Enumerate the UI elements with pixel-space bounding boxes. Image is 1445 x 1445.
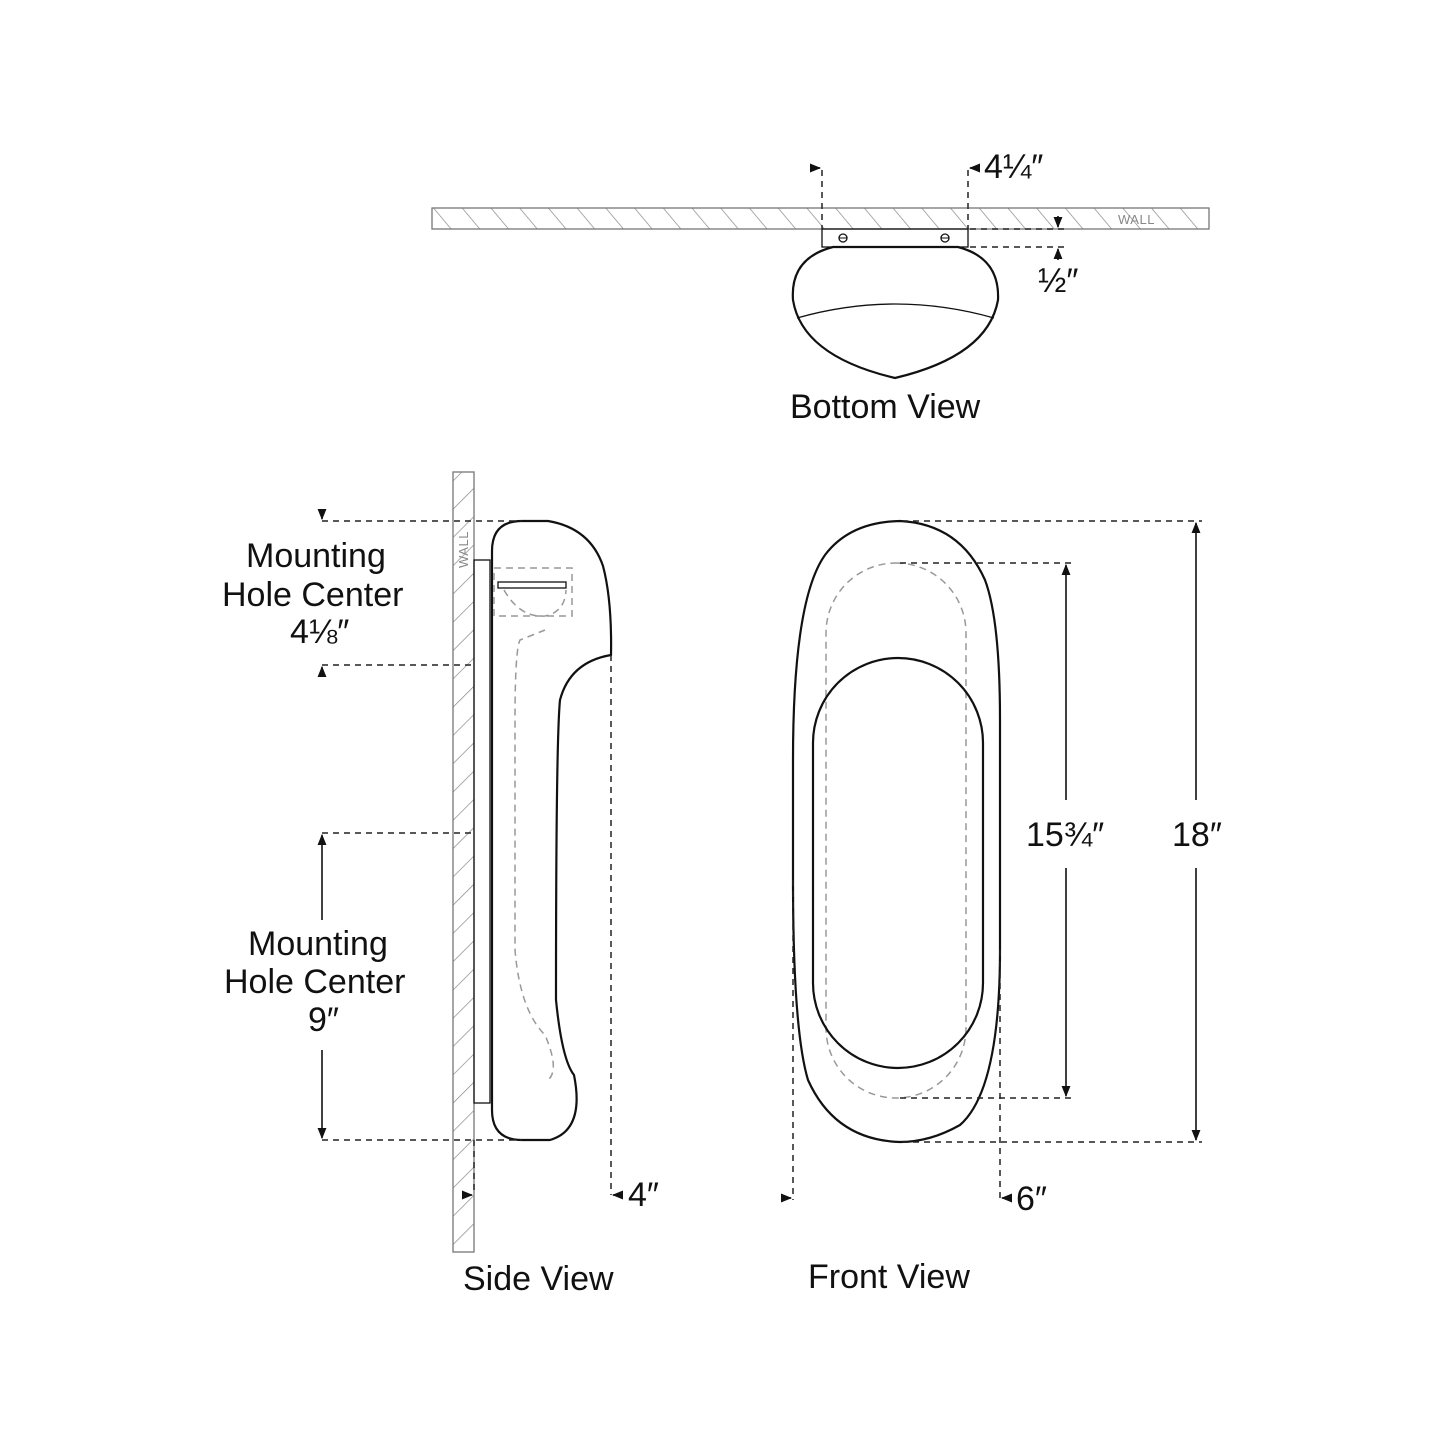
front-hidden-inner: [825, 562, 967, 1099]
side-wall: [452, 471, 475, 1253]
upper-hole-line1: Mounting: [246, 537, 386, 575]
side-backplate: [473, 559, 491, 1104]
upper-hole-value: 4⅛″: [290, 613, 349, 651]
screw-icon: [940, 233, 950, 243]
front-view-title: Front View: [808, 1258, 970, 1296]
lower-hole-line1: Mounting: [248, 925, 388, 963]
bottom-plate-dim: ½″: [1038, 262, 1078, 300]
bottom-wall-label: WALL: [1118, 212, 1155, 227]
front-inner-lens: [811, 656, 985, 1070]
front-width-dim: 6″: [1016, 1180, 1047, 1218]
bottom-wall: [431, 207, 1210, 230]
front-outer-outline: [791, 519, 1002, 1144]
lower-hole-value: 9″: [308, 1001, 339, 1039]
side-view-title: Side View: [463, 1260, 614, 1298]
side-wall-label: WALL: [456, 531, 471, 568]
side-depth-dim: 4″: [628, 1176, 659, 1214]
side-hidden-lens: [514, 629, 554, 1081]
bottom-shade-outline: [791, 245, 1000, 380]
bottom-shade-lip: [796, 303, 995, 319]
lower-hole-line2: Hole Center: [224, 963, 405, 1001]
upper-hole-line2: Hole Center: [222, 576, 403, 614]
side-fixture-outline: [490, 519, 613, 1142]
front-view: 15¾″ 18″ 6″ Front View: [780, 519, 1222, 1296]
bottom-view: WALL 4¼″ ½″ Bottom View: [431, 148, 1210, 426]
screw-icon: [838, 233, 848, 243]
bottom-width-dim: 4¼″: [984, 148, 1043, 186]
side-view: WALL Mounting Hole Center 4⅛″ Mounting H…: [222, 471, 659, 1298]
front-overall-height-dim: 18″: [1172, 816, 1222, 854]
front-inner-height-dim: 15¾″: [1026, 816, 1104, 854]
bottom-view-title: Bottom View: [790, 388, 981, 426]
